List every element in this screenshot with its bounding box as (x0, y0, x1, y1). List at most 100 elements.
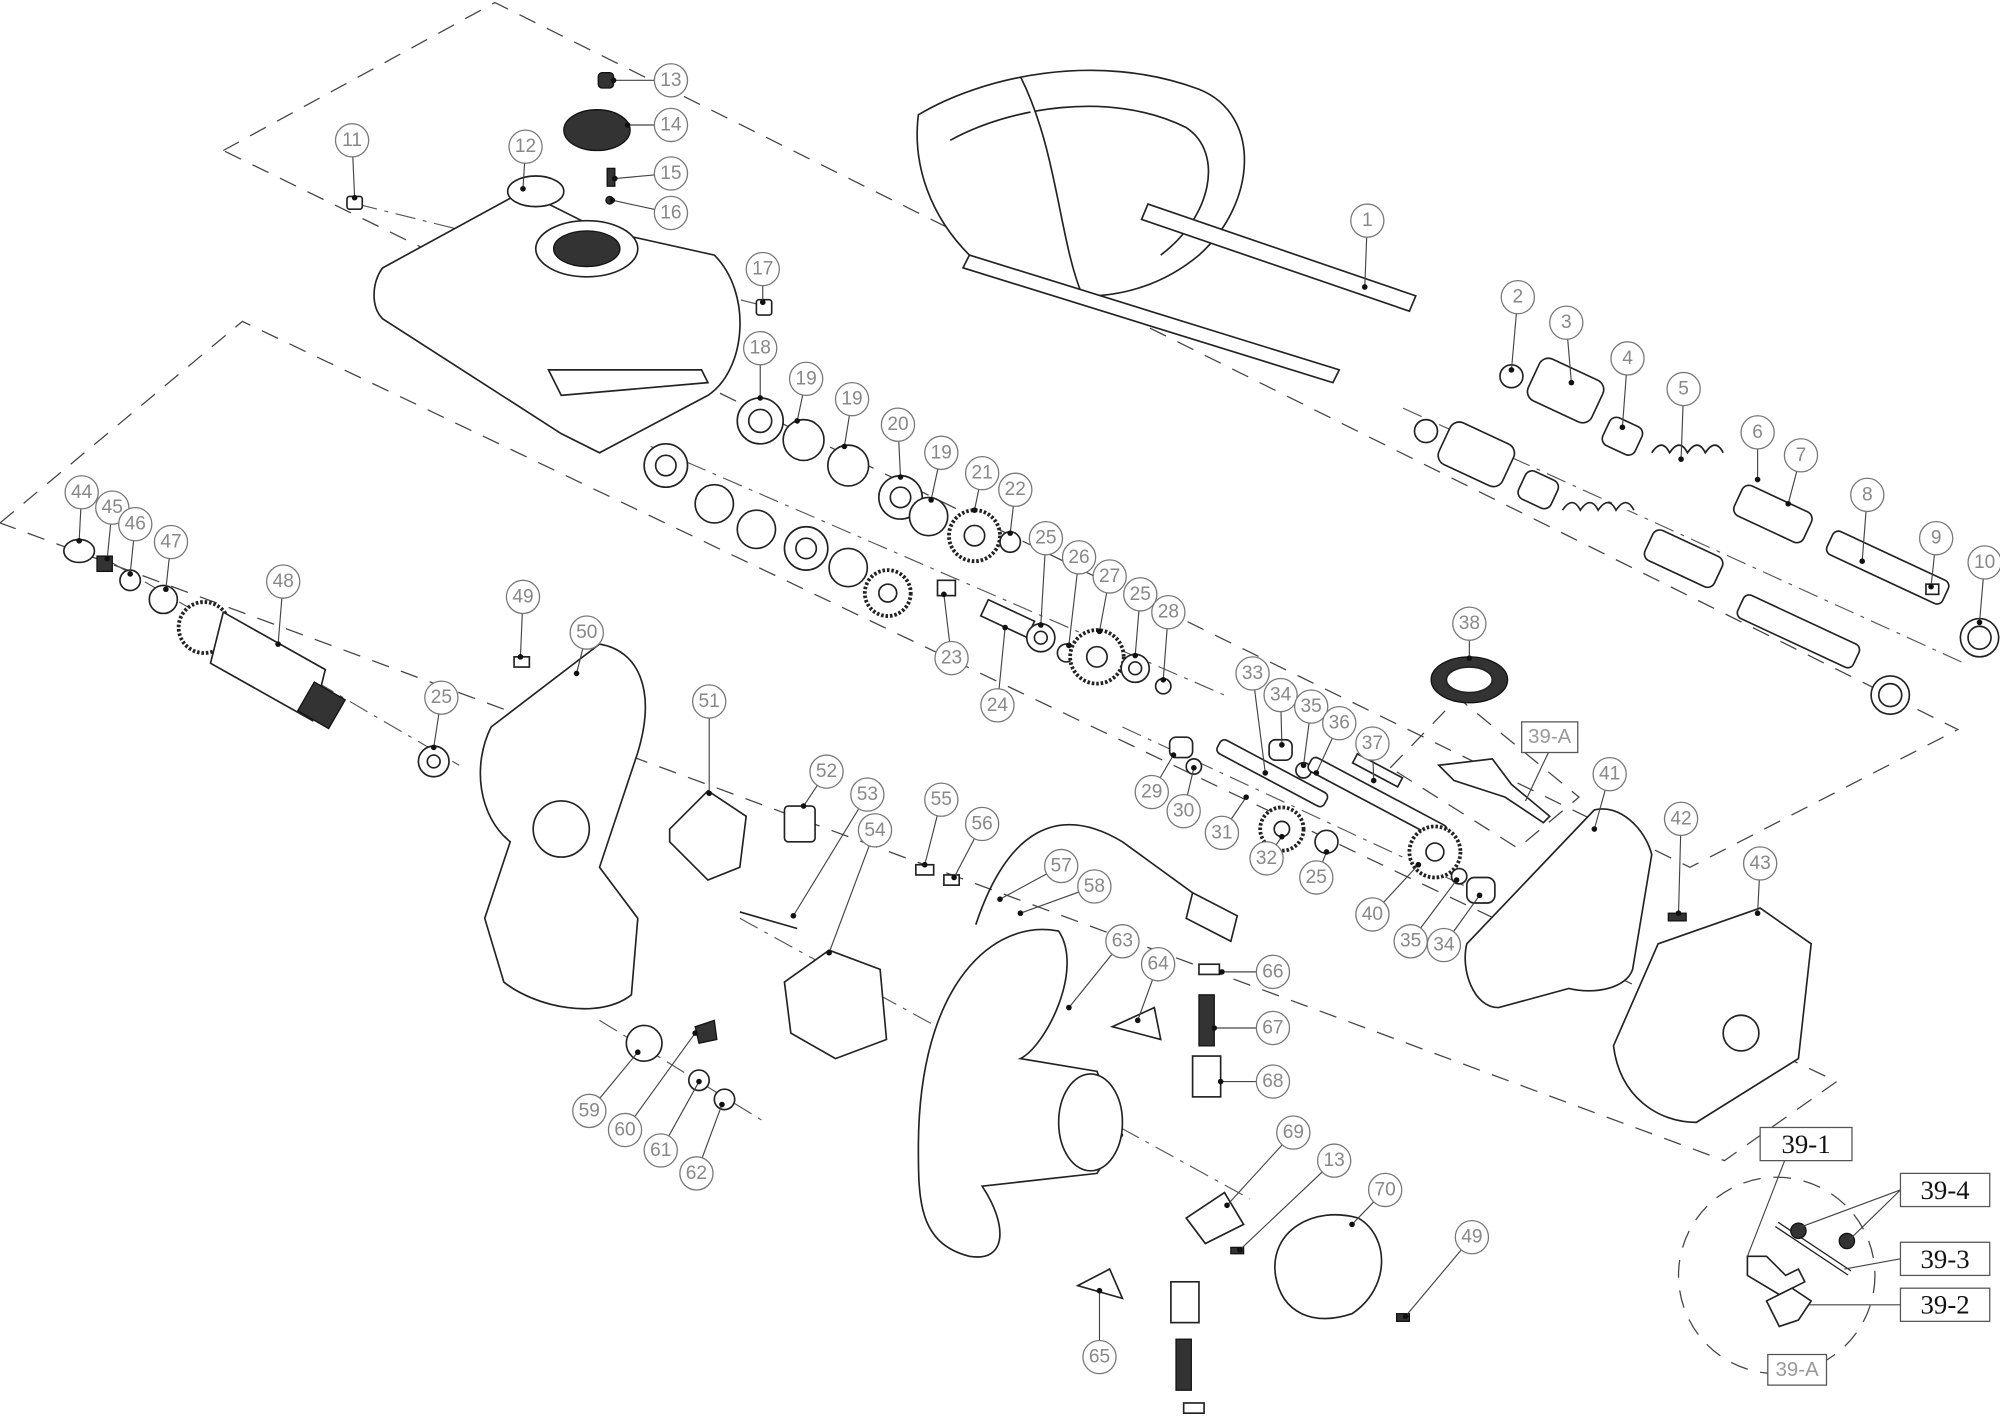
callout-25: 25 (1028, 521, 1064, 628)
callout-66: 66 (1219, 954, 1291, 990)
callout-circle (653, 63, 689, 98)
stator-54 (783, 949, 888, 1060)
callout-41: 41 (1591, 756, 1627, 832)
callout-circle (1255, 1064, 1291, 1099)
callout-number: 16 (660, 202, 681, 223)
callout-circle (679, 1156, 714, 1191)
leader-dot (1678, 456, 1684, 462)
callout-14: 14 (624, 107, 689, 143)
callout-number: 49 (1461, 1227, 1482, 1248)
callout-6: 6 (1740, 415, 1775, 483)
callout-57: 57 (997, 848, 1079, 902)
gasket-41 (1464, 808, 1653, 1009)
callout-leader (519, 613, 523, 657)
callout-48: 48 (265, 564, 301, 647)
callout-circle (1263, 677, 1298, 713)
callout-35: 35 (1393, 877, 1460, 959)
callout-55: 55 (921, 782, 959, 868)
callout-leader (701, 1104, 723, 1159)
callout-number: 27 (1099, 566, 1120, 587)
callout-number: 56 (972, 813, 993, 834)
label-39a-title: 39-A (1776, 1359, 1819, 1381)
callout-number: 8 (1862, 484, 1873, 505)
callout-number: 19 (795, 368, 816, 389)
leader-dot (1323, 849, 1330, 855)
callout-22: 22 (998, 472, 1033, 536)
callout-leader (999, 873, 1047, 900)
leader-dot (759, 299, 766, 306)
leader-dot (76, 537, 82, 544)
callout-circle (998, 472, 1033, 507)
callout-26: 26 (1061, 540, 1097, 649)
leader-dot (1591, 826, 1598, 832)
callout-23: 23 (934, 591, 969, 676)
callout-leader (129, 540, 135, 575)
callout-number: 30 (1173, 801, 1194, 822)
callout-62: 62 (679, 1101, 725, 1191)
leader-dot (951, 874, 957, 881)
callout-circle (334, 123, 370, 158)
callout-leader (1405, 1249, 1462, 1317)
callout-50: 50 (569, 615, 604, 677)
callout-circle (1028, 521, 1064, 556)
callout-leader (1009, 506, 1014, 534)
callout-1: 1 (1350, 203, 1385, 290)
callout-number: 54 (864, 820, 886, 841)
callout-59: 59 (572, 1049, 641, 1129)
boxed-label-39-3: 39-3 (1844, 1241, 1991, 1277)
boxed-label-39a-ref: 39-A (1521, 721, 1579, 802)
detail-39-parts (1746, 1221, 1856, 1328)
callout-leader (843, 415, 850, 447)
callout-circle (653, 156, 689, 191)
leader-dot (520, 185, 526, 192)
leader-dot (1675, 910, 1682, 917)
leader-dot (163, 586, 169, 593)
callout-24: 24 (980, 624, 1015, 723)
callout-number: 11 (342, 130, 362, 151)
callout-circle (1452, 606, 1487, 641)
callout-34: 34 (1263, 677, 1298, 748)
callout-number: 17 (752, 259, 773, 280)
leader-dot (1217, 1078, 1224, 1085)
callout-leader (634, 1032, 696, 1117)
callout-10: 10 (1967, 545, 2000, 626)
callout-25: 25 (1123, 577, 1158, 659)
callout-16: 16 (609, 195, 689, 231)
callout-29: 29 (1134, 752, 1177, 810)
callout-40: 40 (1355, 861, 1422, 932)
callout-circle (964, 455, 1000, 491)
screw-53 (739, 911, 798, 930)
callout-circle (505, 579, 541, 615)
callout-49: 49 (505, 579, 541, 660)
callout-43: 43 (1742, 846, 1778, 917)
callout-number: 65 (1089, 1347, 1110, 1368)
leader-dot (1976, 619, 1983, 626)
callout-leader (924, 815, 938, 865)
callout-leader (433, 713, 440, 748)
callout-circle (1166, 793, 1201, 829)
plate-65 (1075, 1267, 1124, 1300)
callout-leader (1593, 790, 1606, 830)
callout-12: 12 (508, 129, 543, 192)
callout-leader (1134, 610, 1140, 656)
callout-circle (1666, 371, 1701, 407)
callout-58: 58 (1017, 869, 1112, 917)
leader-dot (1785, 500, 1792, 507)
callout-circle (1044, 848, 1079, 884)
callout-number: 31 (1211, 822, 1232, 843)
callout-leader (522, 163, 526, 189)
leader-dot (1096, 628, 1103, 635)
callout-leader (612, 199, 655, 211)
callout-circle (1426, 927, 1462, 963)
callout-circle (1082, 1339, 1117, 1375)
callout-number: 6 (1752, 422, 1763, 443)
callout-circle (64, 475, 99, 510)
cover-bore (1722, 1014, 1760, 1052)
housing-bore (532, 800, 591, 858)
callout-number: 43 (1750, 853, 1771, 874)
callout-54: 54 (826, 813, 893, 956)
callout-number: 13 (660, 70, 681, 91)
callout-circle (572, 1093, 607, 1129)
callout-leader (1930, 554, 1935, 587)
